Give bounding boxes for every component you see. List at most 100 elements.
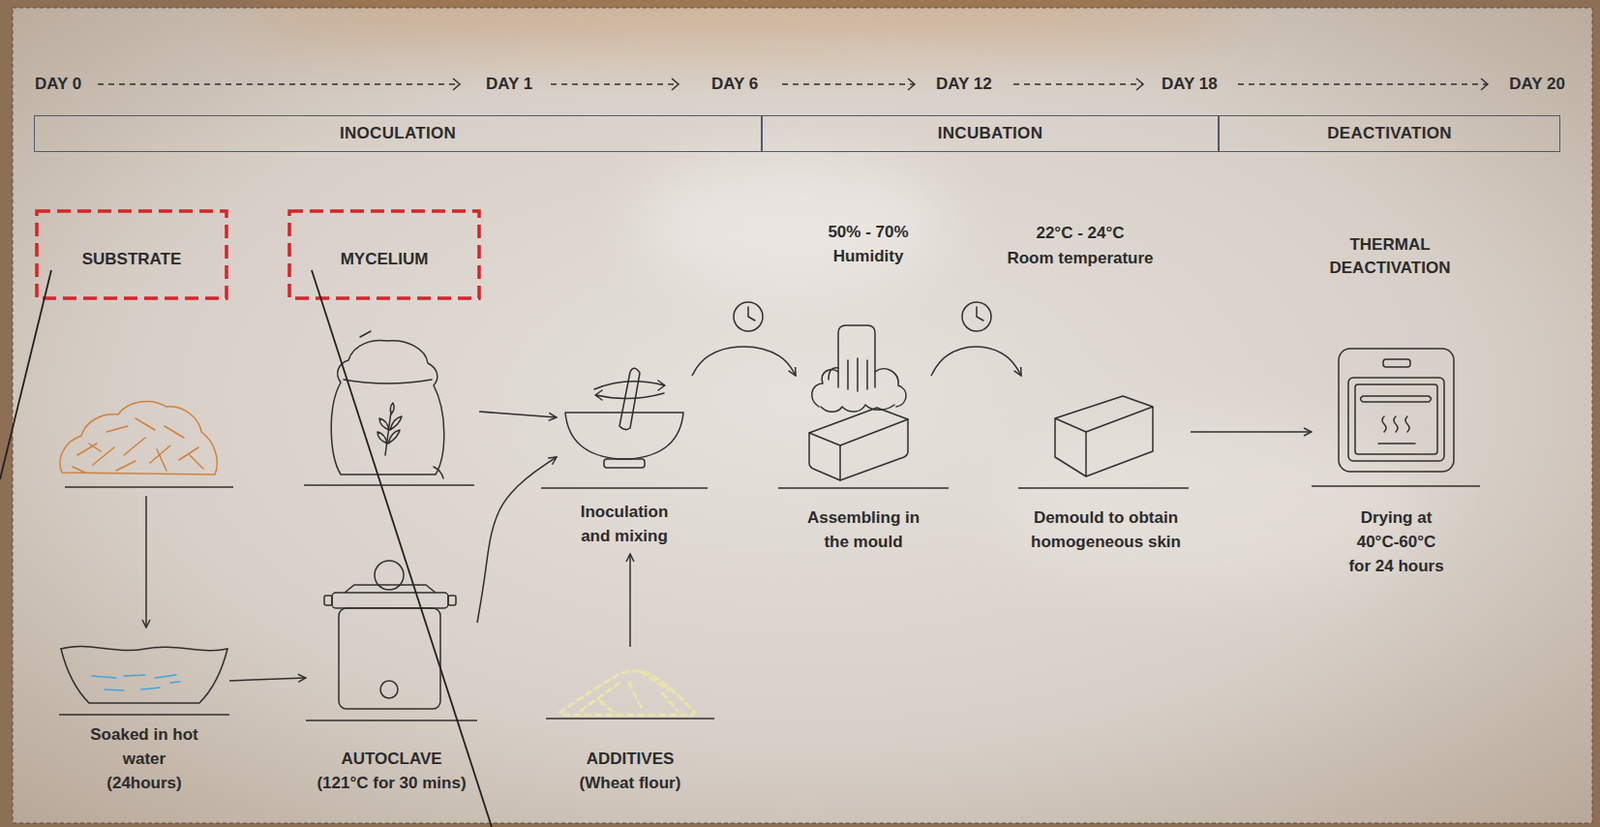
condition-value: 22°C - 24°C bbox=[1035, 223, 1124, 243]
stage-heading: THERMAL DEACTIVATION bbox=[1317, 233, 1463, 280]
clock bbox=[733, 301, 763, 332]
flour-base bbox=[563, 713, 694, 717]
chevron bbox=[1136, 78, 1144, 91]
block-top bbox=[809, 407, 908, 446]
hand bbox=[838, 325, 876, 388]
flow-arrow bbox=[629, 553, 632, 647]
step-detail: (Wheat flour) bbox=[545, 770, 715, 795]
chevron bbox=[907, 78, 915, 91]
autoclave-seal bbox=[332, 592, 449, 608]
timeline-arrows bbox=[97, 83, 1487, 85]
condition-name: Humidity bbox=[833, 246, 905, 267]
dashed-frame bbox=[36, 211, 227, 299]
flow-arrow bbox=[479, 411, 557, 418]
timeline-dash bbox=[782, 83, 914, 85]
water bbox=[91, 674, 181, 691]
leader-line bbox=[0, 270, 52, 480]
heat-waves bbox=[1382, 416, 1410, 432]
step-caption: Soaked in hot water (24hours) bbox=[86, 722, 203, 795]
step-caption: Inoculation and mixing bbox=[570, 499, 679, 548]
dough bbox=[820, 404, 895, 412]
block-side bbox=[840, 419, 908, 481]
flour-pile bbox=[559, 670, 695, 713]
substrate-fibres bbox=[72, 418, 204, 473]
day-marker: DAY 6 bbox=[711, 74, 758, 94]
block-side bbox=[1055, 418, 1087, 477]
base-line bbox=[778, 486, 949, 488]
phase-band: INOCULATION bbox=[33, 115, 762, 152]
bag-tie bbox=[343, 379, 432, 384]
step-caption: Drying at 40°C-60°C for 24 hours bbox=[1346, 505, 1448, 578]
chevron bbox=[671, 78, 679, 91]
step-caption: SUBSTRATE bbox=[44, 246, 219, 272]
phase-name: DEACTIVATION bbox=[1327, 123, 1452, 144]
timeline-dash bbox=[1237, 83, 1487, 85]
base-line bbox=[303, 483, 475, 485]
input-box: SUBSTRATE bbox=[36, 211, 227, 496]
base-line bbox=[1018, 486, 1189, 488]
oven-line bbox=[1378, 442, 1416, 445]
oven-rack bbox=[1360, 395, 1432, 402]
clock-hands bbox=[748, 306, 755, 321]
clock-icons bbox=[733, 301, 992, 332]
timeline-dash bbox=[550, 83, 678, 85]
chevron bbox=[452, 78, 460, 91]
day-marker: DAY 20 bbox=[1509, 74, 1566, 94]
autoclave-lid bbox=[344, 584, 436, 593]
flow-arrow bbox=[145, 495, 148, 628]
basin-icon bbox=[60, 645, 228, 703]
mycelium-bag-icon bbox=[331, 331, 445, 479]
flow-arrow bbox=[931, 346, 1022, 376]
dashed-border bbox=[12, 7, 1593, 823]
ground-glow bbox=[232, 0, 1239, 53]
flow-arrow bbox=[229, 677, 306, 681]
chevron bbox=[1480, 78, 1488, 91]
basin-body bbox=[60, 648, 228, 703]
bag-outline bbox=[331, 340, 445, 475]
base-line bbox=[59, 713, 230, 715]
process-step: Assembling in the mould bbox=[795, 319, 932, 560]
leader-lines bbox=[0, 270, 492, 827]
connectors bbox=[146, 346, 1312, 681]
clock bbox=[962, 301, 992, 332]
dough bbox=[812, 368, 906, 407]
flow-arrow bbox=[1190, 430, 1312, 433]
mortar-bowl bbox=[565, 412, 684, 459]
condition-value: 50% - 70% bbox=[827, 222, 908, 242]
process-step: Drying at 40°C-60°C for 24 hours bbox=[1311, 319, 1481, 584]
flour-grains bbox=[580, 671, 678, 711]
flow-arrow bbox=[692, 346, 796, 376]
step-caption: Demould to obtain homogeneous skin bbox=[1026, 505, 1186, 554]
process-step: AUTOCLAVE(121°C for 30 mins) bbox=[305, 556, 478, 801]
phase-band: DEACTIVATION bbox=[1218, 115, 1561, 152]
clock-hands bbox=[976, 306, 984, 321]
dashed-frame bbox=[289, 211, 480, 299]
base-line bbox=[541, 486, 708, 488]
step-detail: (121°C for 30 mins) bbox=[305, 770, 478, 795]
timeline-dash bbox=[1013, 83, 1143, 85]
autoclave-handle bbox=[324, 595, 333, 605]
hand-fingers bbox=[828, 358, 868, 392]
base-line bbox=[305, 719, 478, 721]
autoclave-handle bbox=[448, 595, 456, 605]
substrate-outline bbox=[60, 400, 217, 475]
ground bbox=[12, 7, 1593, 823]
process-step: Soaked in hot water (24hours) bbox=[59, 627, 230, 801]
wheat-stem bbox=[385, 411, 392, 455]
timeline-dash bbox=[97, 83, 459, 85]
oven-body bbox=[1338, 348, 1454, 472]
basin-rim bbox=[60, 645, 228, 650]
day-marker: DAY 1 bbox=[485, 74, 533, 94]
substrate-icon bbox=[60, 400, 217, 475]
oven-icon bbox=[1338, 348, 1454, 472]
step-caption: AUTOCLAVE bbox=[305, 746, 478, 771]
base-line bbox=[1311, 484, 1480, 486]
process-step: ADDITIVES(Wheat flour) bbox=[545, 646, 715, 801]
day-marker: DAY 18 bbox=[1161, 74, 1218, 94]
mortar-base bbox=[603, 458, 645, 468]
step-caption: MYCELIUM bbox=[297, 246, 472, 272]
stir-arrows bbox=[594, 380, 665, 400]
